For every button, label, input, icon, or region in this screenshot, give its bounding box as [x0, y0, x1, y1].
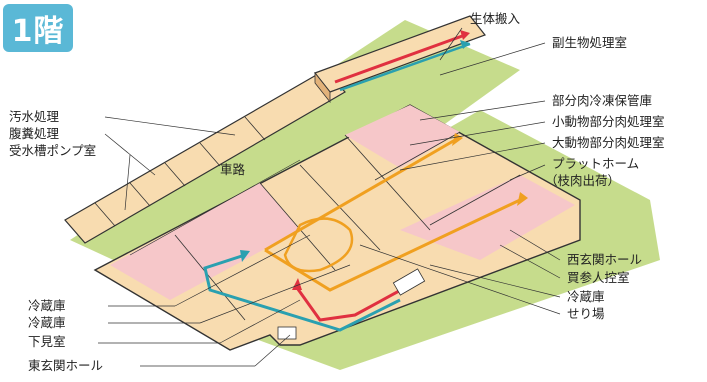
label-animal-entry: 生体搬入 [470, 11, 521, 26]
label-inspection-room: 下見室 [28, 334, 66, 349]
label-dung: 腹糞処理 [9, 126, 60, 141]
entry-teal-arrow [339, 42, 471, 92]
label-small-animal-room: 小動物部分肉処理室 [552, 114, 665, 129]
label-auction-floor: せり場 [567, 306, 605, 321]
room-pink-west [110, 183, 300, 300]
label-frozen-storage: 部分肉冷凍保管庫 [552, 93, 653, 108]
label-large-animal-room: 大動物部分肉処理室 [552, 135, 665, 150]
floor-badge: 1階 [3, 4, 73, 52]
room-pink-east [400, 175, 575, 260]
label-fridge-right: 冷蔵庫 [567, 289, 605, 304]
label-platform: プラットホーム [552, 156, 640, 171]
ramp-block [392, 268, 426, 296]
road-label: 車路 [220, 162, 246, 177]
main-floor [93, 104, 581, 351]
label-sewage: 汚水処理 [9, 109, 60, 124]
west-strip [64, 69, 346, 244]
red-flow [293, 283, 411, 322]
label-east-hall: 東玄関ホール [28, 358, 104, 373]
room-pink-north [345, 105, 460, 168]
leader-lines [98, 116, 351, 367]
label-fridge-left-1: 冷蔵庫 [28, 298, 66, 313]
entry-red-arrow [334, 33, 466, 84]
label-buyer-lounge: 買参人控室 [567, 270, 630, 285]
entrance-block [277, 326, 297, 340]
label-west-hall: 西玄関ホール [567, 252, 643, 267]
label-carcass-shipping: （枝肉出荷） [545, 173, 621, 188]
label-fridge-left-2: 冷蔵庫 [28, 315, 66, 330]
teal-flow [203, 253, 401, 332]
label-byproduct-room: 副生物処理室 [552, 35, 628, 50]
label-pump-room: 受水槽ポンプ室 [9, 143, 97, 158]
